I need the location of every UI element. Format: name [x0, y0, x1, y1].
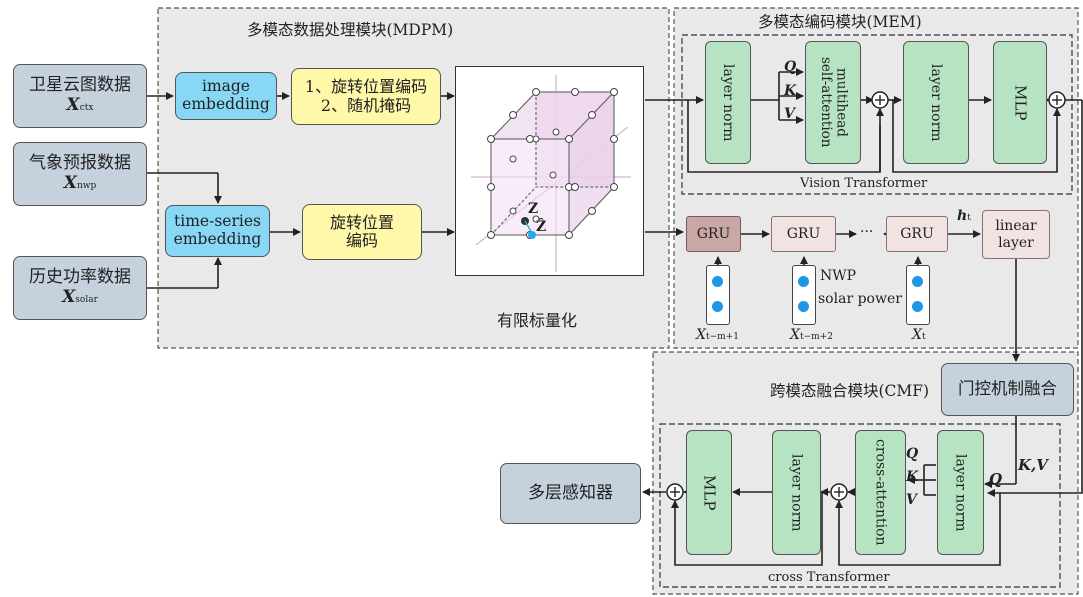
- cross-attention-box: cross-attention: [855, 430, 906, 555]
- gru-cell-2: GRU: [771, 216, 836, 252]
- ts-position-encoding-box: 旋转位置 编码: [302, 204, 422, 260]
- vit-mlp: MLP: [993, 41, 1047, 164]
- vit-q-label: Q: [784, 59, 797, 75]
- image-position-encoding-box: 1、旋转位置编码 2、随机掩码: [291, 68, 441, 125]
- cross-v-label: V: [906, 492, 917, 508]
- x-t-m1-label: Xt−m+1: [696, 327, 739, 343]
- fsq-cube-illustration: [471, 75, 631, 272]
- input-nwp: 气象预报数据 Xnwp: [13, 142, 147, 206]
- vit-multihead-self-attention: multihead self-attention: [805, 41, 861, 164]
- input-satellite: 卫星云图数据 Xctx: [13, 64, 147, 128]
- vit-label: Vision Transformer: [800, 176, 928, 191]
- mdpm-title: 多模态数据处理模块(MDPM): [247, 21, 454, 39]
- cross-transformer-label: cross Transformer: [768, 570, 890, 585]
- cmf-title: 跨模态融合模块(CMF): [770, 382, 930, 400]
- input-nwp-label: 气象预报数据: [29, 153, 131, 174]
- input-nwp-var: Xnwp: [63, 173, 97, 193]
- cross-dashed-box: [659, 423, 1061, 588]
- linear-layer-box: linear layer: [982, 210, 1050, 259]
- vit-layer-norm-2: layer norm: [903, 41, 969, 164]
- cross-k-label: K: [906, 469, 919, 485]
- input-solar-var: Xsolar: [62, 287, 98, 307]
- image-embedding-box: image embedding: [175, 72, 277, 120]
- cross-q-label: Q: [906, 446, 919, 462]
- x-t-m2-label: Xt−m+2: [790, 327, 833, 343]
- mlp-output-box: 多层感知器: [500, 463, 641, 524]
- input-solar: 历史功率数据 Xsolar: [13, 256, 147, 320]
- gru-cell-1: GRU: [686, 216, 741, 252]
- z-hat-label: Ẑ: [536, 219, 547, 235]
- gru-ellipsis: ···: [860, 224, 874, 240]
- cross-layer-norm-1: layer norm: [772, 430, 821, 555]
- input-satellite-var: Xctx: [66, 95, 94, 115]
- gated-fusion-box: 门控机制融合: [941, 363, 1074, 416]
- vit-layer-norm-1: layer norm: [705, 41, 751, 164]
- vit-v-label: V: [784, 106, 795, 122]
- input-solar-label: 历史功率数据: [29, 267, 131, 288]
- x-t-label: Xt: [912, 327, 926, 343]
- time-series-embedding-box: time-series embedding: [165, 205, 270, 257]
- gru-cell-3: GRU: [886, 216, 948, 252]
- kv-input-label: K,V: [1018, 456, 1048, 474]
- vit-k-label: K: [784, 83, 797, 99]
- hidden-state-label: ht: [957, 208, 971, 224]
- fsq-cube-panel: [455, 66, 644, 276]
- cross-mlp: MLP: [686, 430, 732, 555]
- solar-power-input-label: solar power: [818, 291, 902, 307]
- mem-title: 多模态编码模块(MEM): [758, 13, 922, 31]
- q-input-label: Q: [989, 470, 1003, 488]
- gru-input-1: [706, 265, 730, 325]
- cross-layer-norm-2: layer norm: [937, 430, 984, 555]
- gru-input-3: [906, 265, 930, 325]
- z-label: Z: [528, 201, 539, 217]
- vit-dashed-box: [681, 34, 1073, 195]
- nwp-input-label: NWP: [820, 268, 857, 284]
- fsq-label: 有限标量化: [497, 311, 578, 330]
- gru-input-2: [792, 265, 816, 325]
- input-satellite-label: 卫星云图数据: [29, 75, 131, 96]
